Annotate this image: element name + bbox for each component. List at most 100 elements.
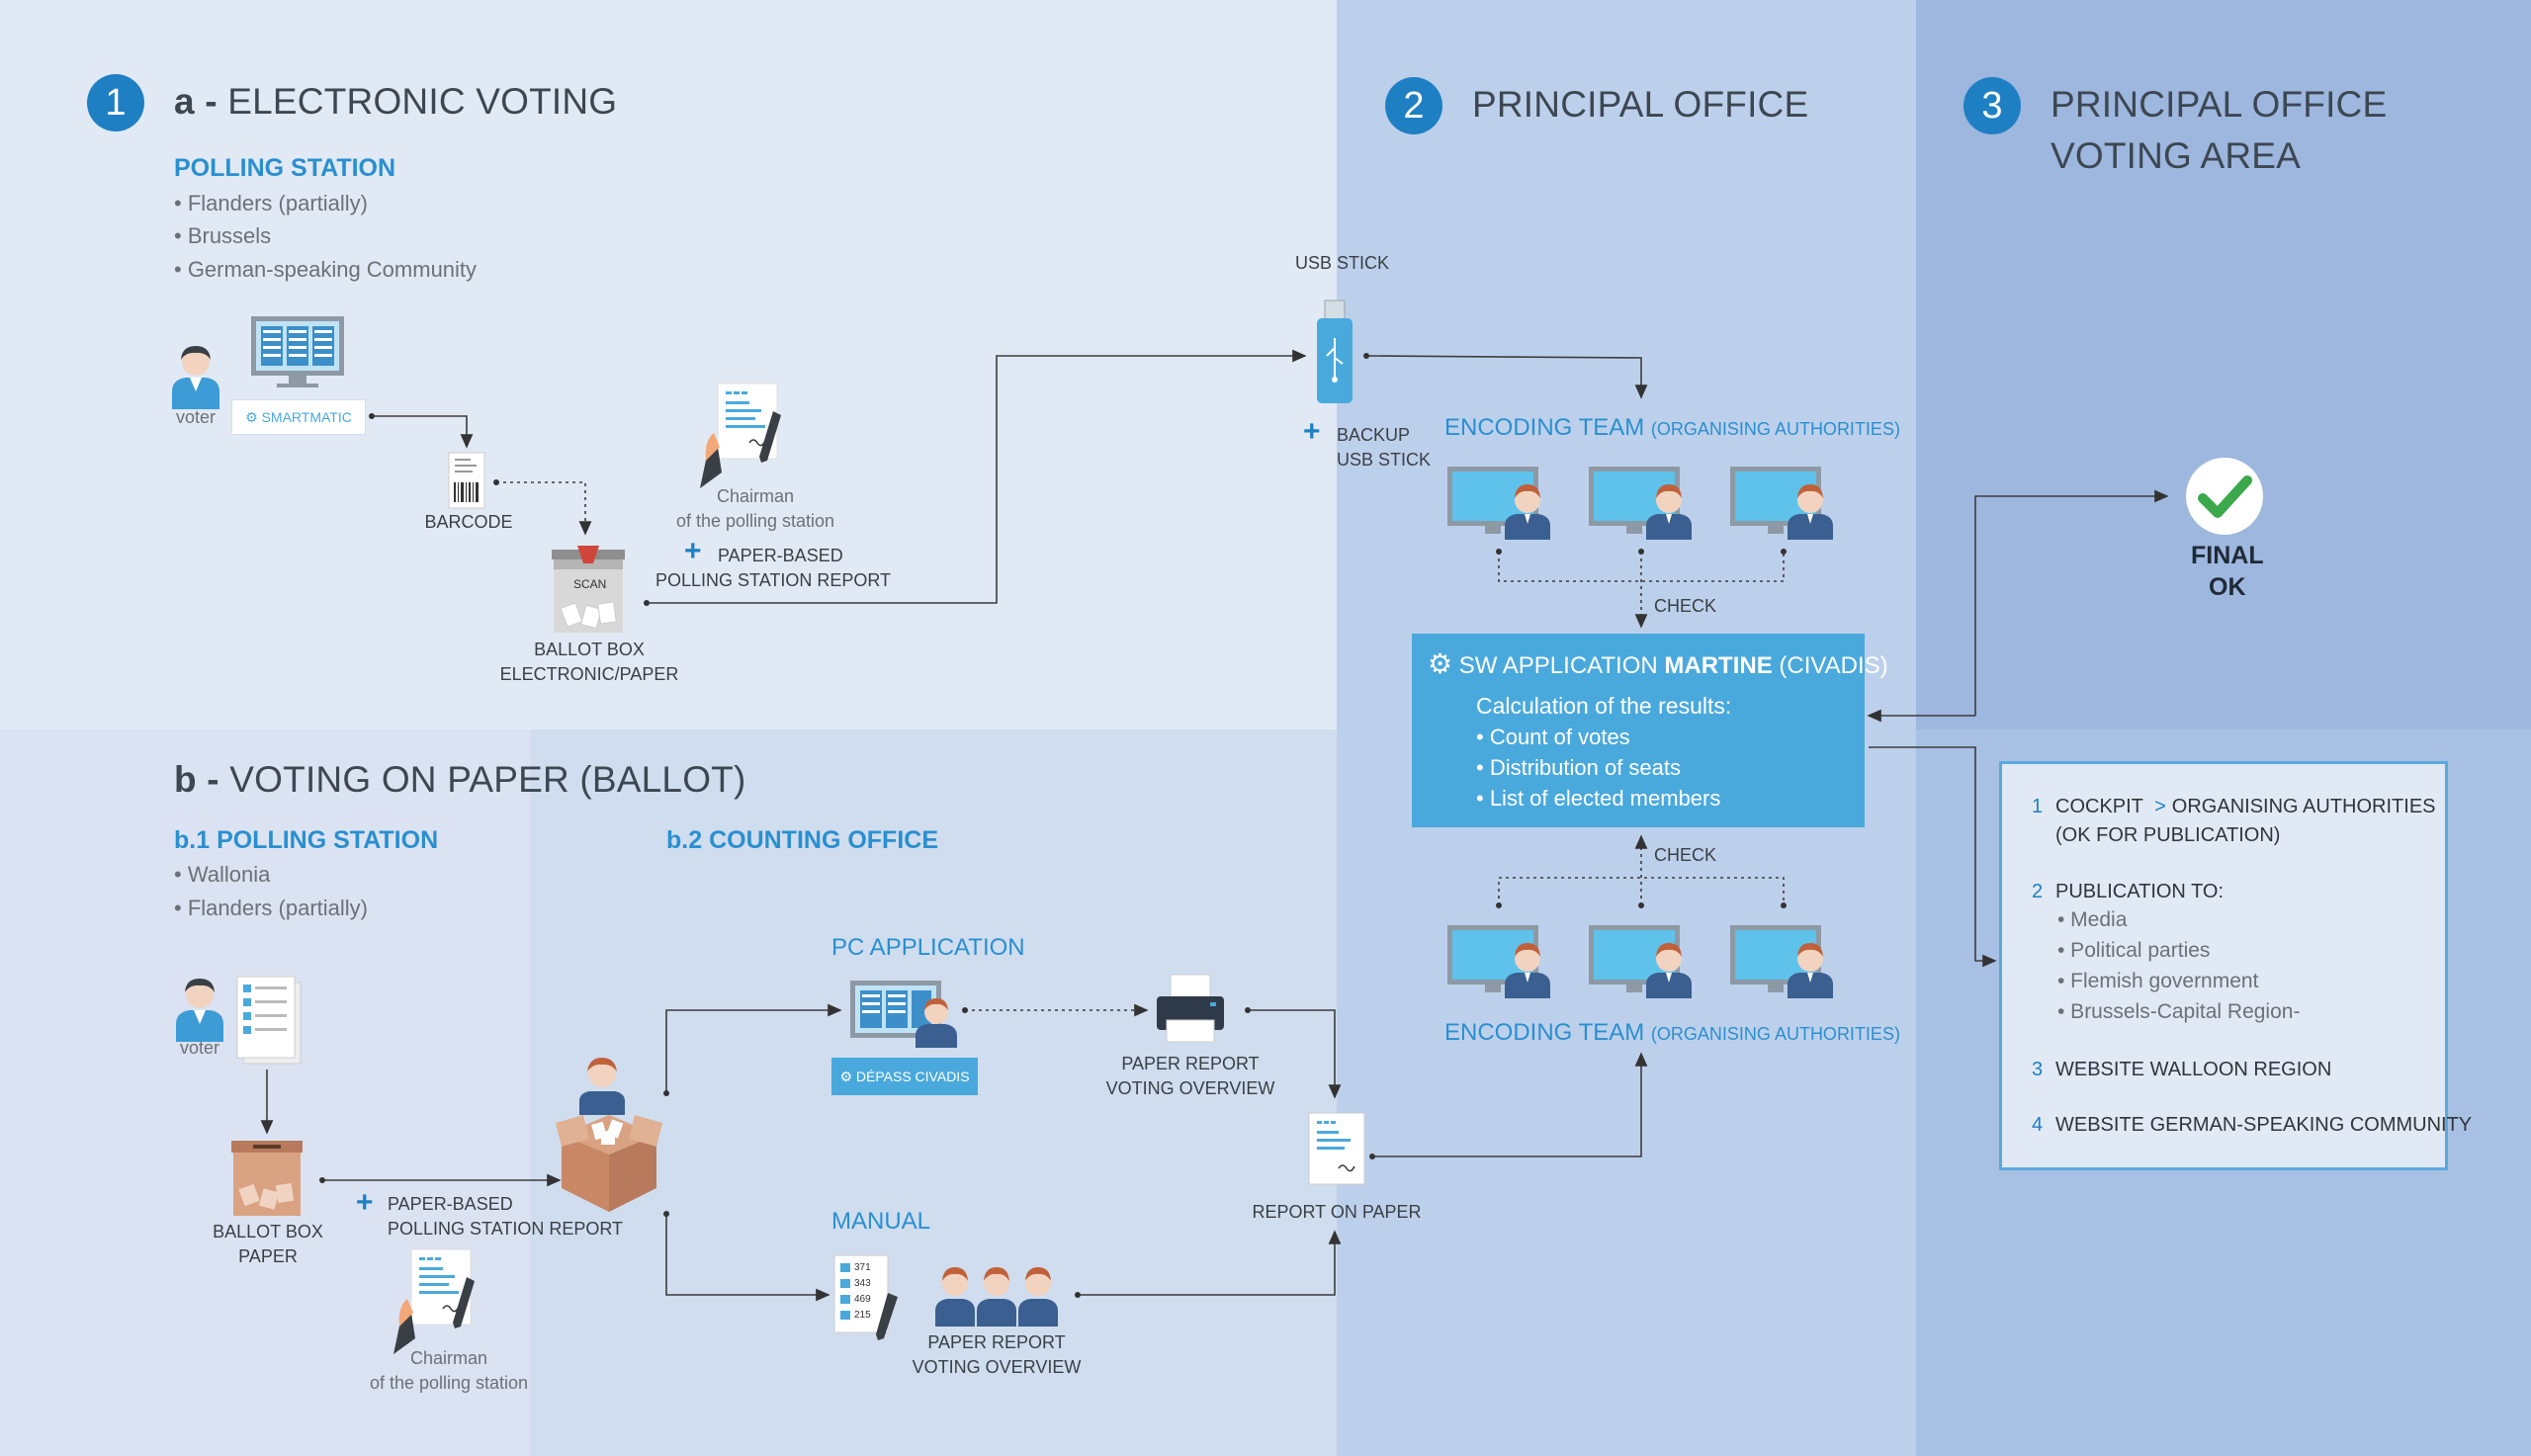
ballot-box-paper-label-1: BALLOT BOX bbox=[213, 1222, 323, 1242]
printer-report-label-1: PAPER REPORT bbox=[1121, 1054, 1260, 1073]
ballot-box-paper-label-2: PAPER bbox=[238, 1246, 298, 1266]
plus-icon: + bbox=[684, 535, 702, 567]
manual-report-label-2: VOTING OVERVIEW bbox=[912, 1357, 1082, 1377]
step-number-3: 3 bbox=[1964, 77, 2021, 134]
encoding-workstation-icon bbox=[1730, 925, 1833, 998]
barcode-label: BARCODE bbox=[424, 512, 513, 532]
pc-application-title: PC APPLICATION bbox=[831, 934, 1025, 961]
list-number: 3 bbox=[2032, 1059, 2044, 1080]
manual-number-2: 343 bbox=[854, 1278, 871, 1289]
chairman-label-2: of the polling station bbox=[675, 511, 835, 531]
voter-label-b: voter bbox=[179, 1038, 220, 1058]
pub-flemish-government: • Flemish government bbox=[2057, 970, 2259, 992]
section-a-title-text: ELECTRONIC VOTING bbox=[227, 81, 618, 122]
calc-item-seats: • Distribution of seats bbox=[1476, 755, 1682, 780]
depass-label: DÉPASS CIVADIS bbox=[855, 1069, 970, 1084]
voting-area-title-2: VOTING AREA bbox=[2051, 135, 2302, 176]
walloon-label: WEBSITE WALLOON REGION bbox=[2055, 1059, 2332, 1080]
section-b-title-text: VOTING ON PAPER (BALLOT) bbox=[229, 759, 746, 800]
paper-report-label-1: PAPER-BASED bbox=[718, 546, 843, 565]
backup-label-2: USB STICK bbox=[1337, 450, 1432, 470]
list-item-german: 4 WEBSITE GERMAN-SPEAKING COMMUNITY bbox=[2032, 1114, 2472, 1137]
bullet-wallonia: • Wallonia bbox=[174, 862, 271, 887]
manual-number-3: 469 bbox=[854, 1294, 871, 1305]
manual-title: MANUAL bbox=[831, 1208, 931, 1235]
encoding-team-top: ENCODING TEAM (ORGANISING AUTHORITIES) bbox=[1444, 414, 1900, 442]
encoding-team-label: ENCODING TEAM bbox=[1444, 414, 1645, 441]
calc-item-votes: • Count of votes bbox=[1476, 725, 1630, 749]
step-number-2: 2 bbox=[1385, 77, 1442, 134]
encoding-workstation-icon bbox=[1589, 467, 1692, 540]
encoding-workstation-icon bbox=[1447, 925, 1550, 998]
manual-counting-team-icon bbox=[935, 1267, 1058, 1327]
plus-icon: + bbox=[1303, 415, 1321, 448]
section-b-title: b - VOTING ON PAPER (BALLOT) bbox=[174, 759, 746, 801]
scan-label: SCAN bbox=[573, 577, 607, 591]
barcode-icon bbox=[448, 452, 485, 509]
organising-authorities-label: (ORGANISING AUTHORITIES) bbox=[1650, 1024, 1900, 1044]
backup-label-1: BACKUP bbox=[1337, 425, 1411, 445]
encoding-team-bottom: ENCODING TEAM (ORGANISING AUTHORITIES) bbox=[1444, 1019, 1900, 1047]
calc-item-members: • List of elected members bbox=[1476, 786, 1721, 811]
calc-title: Calculation of the results: bbox=[1476, 693, 1732, 719]
encoding-workstation-icon bbox=[1447, 467, 1550, 540]
ballot-box-paper-icon bbox=[231, 1141, 303, 1216]
b-paper-report-label-1: PAPER-BASED bbox=[388, 1194, 513, 1214]
report-on-paper-icon bbox=[1308, 1112, 1365, 1185]
usb-stick-icon bbox=[1317, 300, 1353, 403]
voter-icon bbox=[176, 979, 223, 1042]
sw-application-martine: ⚙ SW APPLICATION MARTINE (CIVADIS) Calcu… bbox=[1412, 634, 1888, 827]
pub-political-parties: • Political parties bbox=[2057, 939, 2211, 962]
final-label: FINAL bbox=[2191, 542, 2264, 569]
counting-box-icon bbox=[556, 1058, 662, 1212]
check-label-top: CHECK bbox=[1654, 596, 1717, 616]
german-label: WEBSITE GERMAN-SPEAKING COMMUNITY bbox=[2055, 1114, 2473, 1136]
sw-name: MARTINE bbox=[1664, 652, 1773, 679]
publication-label: PUBLICATION TO: bbox=[2055, 881, 2225, 902]
chairman-document-icon bbox=[700, 383, 781, 488]
encoding-workstation-icon bbox=[1589, 925, 1692, 998]
bullet-flanders-b: • Flanders (partially) bbox=[174, 896, 368, 920]
gears-icon: ⚙ bbox=[1428, 648, 1453, 679]
manual-number-1: 371 bbox=[854, 1262, 871, 1273]
step-number-1: 1 bbox=[87, 74, 144, 131]
pub-brussels-capital: • Brussels-Capital Region- bbox=[2057, 1000, 2301, 1023]
depass-civadis-badge: ⚙ DÉPASS CIVADIS bbox=[831, 1058, 978, 1095]
plus-icon: + bbox=[356, 1186, 374, 1219]
cockpit-target: ORGANISING AUTHORITIES bbox=[2171, 796, 2436, 817]
section-b-prefix: b - bbox=[174, 759, 219, 800]
ballot-paper-icon bbox=[236, 976, 302, 1065]
zone-electronic-voting bbox=[0, 0, 1337, 729]
smartmatic-label: SMARTMATIC bbox=[261, 409, 352, 425]
b1-title: b.1 POLLING STATION bbox=[174, 826, 439, 854]
bullet-brussels: • Brussels bbox=[174, 223, 272, 248]
list-number: 1 bbox=[2032, 796, 2044, 817]
voting-area-title-1: PRINCIPAL OFFICE bbox=[2051, 84, 2388, 125]
section-a-prefix: a - bbox=[174, 81, 218, 122]
pc-application-icon bbox=[850, 981, 957, 1048]
b-paper-report-label-2: POLLING STATION REPORT bbox=[388, 1219, 624, 1239]
zone-voting-area-top bbox=[1916, 0, 2531, 729]
bullet-german-community: • German-speaking Community bbox=[174, 257, 478, 282]
list-item-walloon: 3 WEBSITE WALLOON REGION bbox=[2032, 1059, 2331, 1081]
manual-number-4: 215 bbox=[854, 1310, 871, 1321]
manual-count-sheet-icon bbox=[833, 1254, 898, 1340]
usb-stick-label: USB STICK bbox=[1295, 253, 1390, 273]
paper-report-label-2: POLLING STATION REPORT bbox=[655, 570, 892, 590]
report-on-paper-label: REPORT ON PAPER bbox=[1252, 1202, 1422, 1222]
chevron-right-icon: > bbox=[2154, 796, 2166, 817]
sw-vendor: (CIVADIS) bbox=[1779, 652, 1888, 679]
sw-prefix: SW APPLICATION bbox=[1458, 652, 1658, 679]
organising-authorities-label: (ORGANISING AUTHORITIES) bbox=[1650, 419, 1900, 439]
list-number: 4 bbox=[2032, 1114, 2044, 1136]
list-item-cockpit-note: (OK FOR PUBLICATION) bbox=[2055, 824, 2281, 846]
smartmatic-badge: ⚙ SMARTMATIC bbox=[231, 399, 366, 435]
voter-icon bbox=[172, 346, 219, 409]
ballot-box-electronic-icon bbox=[552, 546, 625, 633]
printer-icon bbox=[1157, 974, 1224, 1043]
gear-icon: ⚙ bbox=[245, 409, 262, 425]
check-label-bottom: CHECK bbox=[1654, 845, 1717, 865]
